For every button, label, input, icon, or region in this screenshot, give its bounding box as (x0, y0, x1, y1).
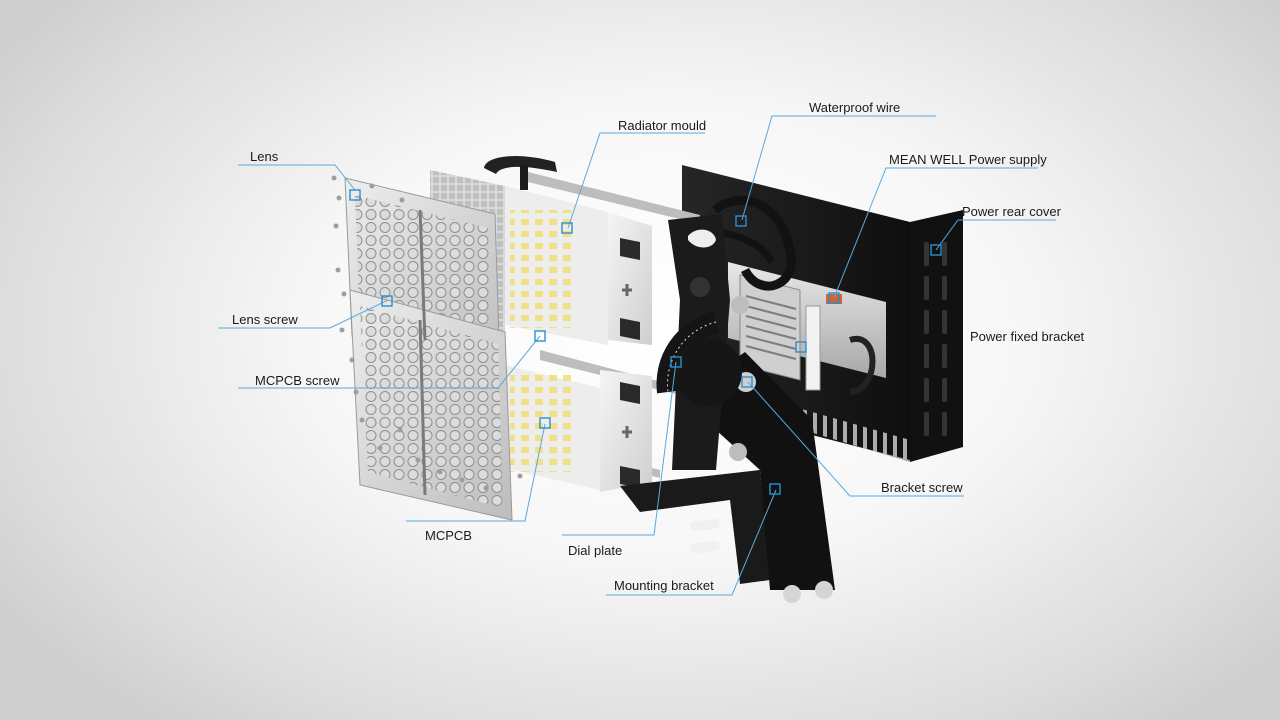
label-dial-plate: Dial plate (568, 543, 623, 558)
marker-lens-screw (381, 295, 393, 307)
leader-line-waterproof-wire (741, 115, 936, 221)
marker-dial-plate (670, 356, 682, 368)
lens-part (344, 177, 513, 521)
marker-mcpcb-screw (534, 330, 546, 342)
leader-line-mcpcb-screw (238, 335, 541, 389)
label-bracket-screw: Bracket screw (881, 480, 963, 495)
leader-line-power-rear-cover (935, 219, 1056, 251)
part-markers (349, 189, 942, 495)
marker-power-fixed-bracket (795, 341, 807, 353)
leader-line-lens (238, 164, 356, 191)
marker-mcpcb (539, 417, 551, 429)
leader-line-dial-plate (562, 361, 677, 536)
label-lens-screw: Lens screw (232, 312, 298, 327)
label-power-rear-cover: Power rear cover (962, 204, 1061, 219)
marker-bracket-screw (741, 376, 753, 388)
leader-line-bracket-screw (747, 381, 964, 497)
leader-line-mcpcb (406, 423, 546, 522)
leader-line-lens-screw (218, 299, 389, 329)
label-mcpcb-screw: MCPCB screw (255, 373, 340, 388)
dial-plate-part (656, 311, 742, 406)
label-waterproof-wire: Waterproof wire (809, 100, 901, 115)
leader-line-power-supply (833, 167, 1038, 299)
leader-line-mounting-bracket (606, 489, 777, 596)
lens-screw-part (331, 175, 523, 491)
marker-power-supply (828, 292, 840, 304)
label-mcpcb: MCPCB (425, 528, 472, 543)
label-mounting-bracket: Mounting bracket (614, 578, 714, 593)
label-lens: Lens (250, 149, 279, 164)
marker-waterproof-wire (735, 215, 747, 227)
label-power-supply: MEAN WELL Power supply (889, 152, 1047, 167)
marker-radiator-mould (561, 222, 573, 234)
label-radiator-mould: Radiator mould (618, 118, 707, 133)
leader-line-radiator-mould (567, 132, 705, 229)
label-power-fixed-bracket: Power fixed bracket (970, 329, 1085, 344)
marker-lens (349, 189, 361, 201)
marker-mounting-bracket (769, 483, 781, 495)
marker-power-rear-cover (930, 244, 942, 256)
leader-lines (218, 115, 1056, 596)
